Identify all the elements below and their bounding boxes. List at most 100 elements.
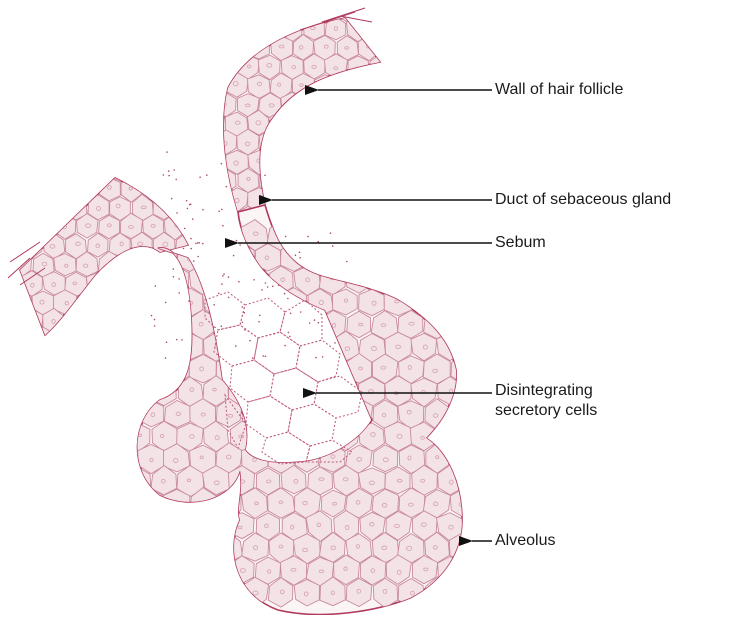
cell-nucleus (137, 346, 142, 350)
cell-nucleus (63, 189, 68, 193)
sebum-dot (322, 356, 324, 358)
cell-nucleus (449, 343, 453, 347)
cell-nucleus (161, 284, 165, 287)
cell-nucleus (240, 344, 244, 347)
cell-nucleus (334, 215, 339, 219)
epithelial-cell (177, 510, 204, 540)
epithelial-cell (216, 267, 241, 293)
epithelial-cell (109, 159, 130, 181)
epithelial-cell (0, 310, 21, 335)
sebum-dot (186, 200, 188, 202)
cell-nucleus (74, 205, 77, 209)
epithelial-cell (325, 205, 347, 230)
cell-nucleus (214, 299, 218, 302)
cell-nucleus (162, 319, 165, 323)
cell-nucleus (378, 26, 382, 30)
epithelial-cell (306, 333, 333, 363)
cell-nucleus (269, 28, 274, 32)
cell-nucleus (228, 593, 232, 596)
cell-nucleus (185, 318, 190, 322)
epithelial-cell (360, 244, 385, 273)
cell-nucleus (394, 256, 399, 259)
cell-nucleus (20, 224, 24, 227)
cell-nucleus (150, 501, 154, 504)
cell-nucleus (354, 101, 358, 105)
cell-nucleus (369, 257, 372, 260)
cell-nucleus (227, 544, 230, 548)
epithelial-cell (282, 207, 304, 229)
epithelial-cell (358, 74, 379, 99)
epithelial-cell (320, 400, 346, 428)
epithelial-cell (120, 252, 142, 277)
sebum-dot (199, 176, 201, 178)
cell-nucleus (346, 83, 350, 86)
cell-nucleus (305, 367, 309, 371)
sebum-dot (173, 276, 175, 278)
epithelial-cell (335, 149, 358, 174)
cell-nucleus (10, 205, 13, 209)
cell-nucleus (358, 234, 362, 238)
cell-nucleus (174, 262, 177, 265)
epithelial-cell (0, 270, 22, 295)
epithelial-cell (424, 265, 450, 294)
epithelial-cell (384, 288, 412, 316)
cell-nucleus (311, 178, 315, 182)
cell-nucleus (242, 257, 245, 261)
sebum-dot (195, 243, 197, 245)
cell-nucleus (213, 82, 217, 85)
cell-nucleus (171, 189, 176, 192)
cell-nucleus (187, 346, 191, 350)
epithelial-cell (205, 75, 226, 99)
sebum-dot (244, 312, 246, 314)
epithelial-cell (109, 272, 132, 297)
cell-nucleus (435, 279, 439, 283)
cell-nucleus (151, 264, 155, 268)
epithelial-cell (229, 244, 254, 272)
sebum-dot (218, 211, 220, 213)
sebum-dot (287, 298, 289, 300)
cell-nucleus (193, 186, 198, 190)
epithelial-cell (187, 178, 208, 201)
cell-nucleus (344, 122, 348, 125)
cell-nucleus (107, 299, 111, 303)
epithelial-cell (398, 264, 425, 294)
epithelial-cell (291, 0, 314, 22)
cell-nucleus (459, 592, 464, 596)
cell-nucleus (52, 205, 56, 209)
epithelial-cell (449, 444, 477, 473)
cell-nucleus (186, 167, 190, 171)
cell-nucleus (343, 161, 348, 164)
cell-nucleus (279, 121, 284, 125)
epithelial-cell (31, 214, 53, 239)
sebum-dot (315, 357, 317, 359)
epithelial-cell (204, 149, 227, 172)
cell-nucleus (301, 196, 306, 199)
sebum-dot (222, 225, 224, 227)
sebum-dot (175, 179, 177, 181)
epithelial-cell (438, 557, 463, 586)
sebum-dot (228, 276, 230, 278)
epithelial-cell (142, 327, 164, 354)
cell-nucleus (136, 299, 139, 302)
cell-nucleus (334, 141, 339, 144)
epithelial-cell (87, 157, 110, 181)
epithelial-cell (281, 92, 303, 117)
epithelial-cell (126, 378, 151, 406)
cell-nucleus (164, 390, 167, 393)
cell-nucleus (184, 205, 188, 208)
epithelial-cell (313, 148, 335, 174)
epithelial-cell (121, 290, 142, 314)
cell-nucleus (161, 255, 166, 258)
sebum-dot (332, 245, 334, 247)
epithelial-cell (22, 159, 44, 182)
cell-nucleus (357, 216, 362, 219)
cell-nucleus (450, 568, 454, 571)
epithelial-cell (358, 0, 381, 21)
sebum-dot (289, 336, 291, 338)
epithelial-cell (204, 513, 229, 539)
epithelial-cell (21, 309, 44, 334)
sebum-dot (223, 273, 225, 275)
cell-nucleus (332, 101, 337, 105)
cell-nucleus (409, 279, 412, 283)
epithelial-cell (44, 159, 66, 182)
